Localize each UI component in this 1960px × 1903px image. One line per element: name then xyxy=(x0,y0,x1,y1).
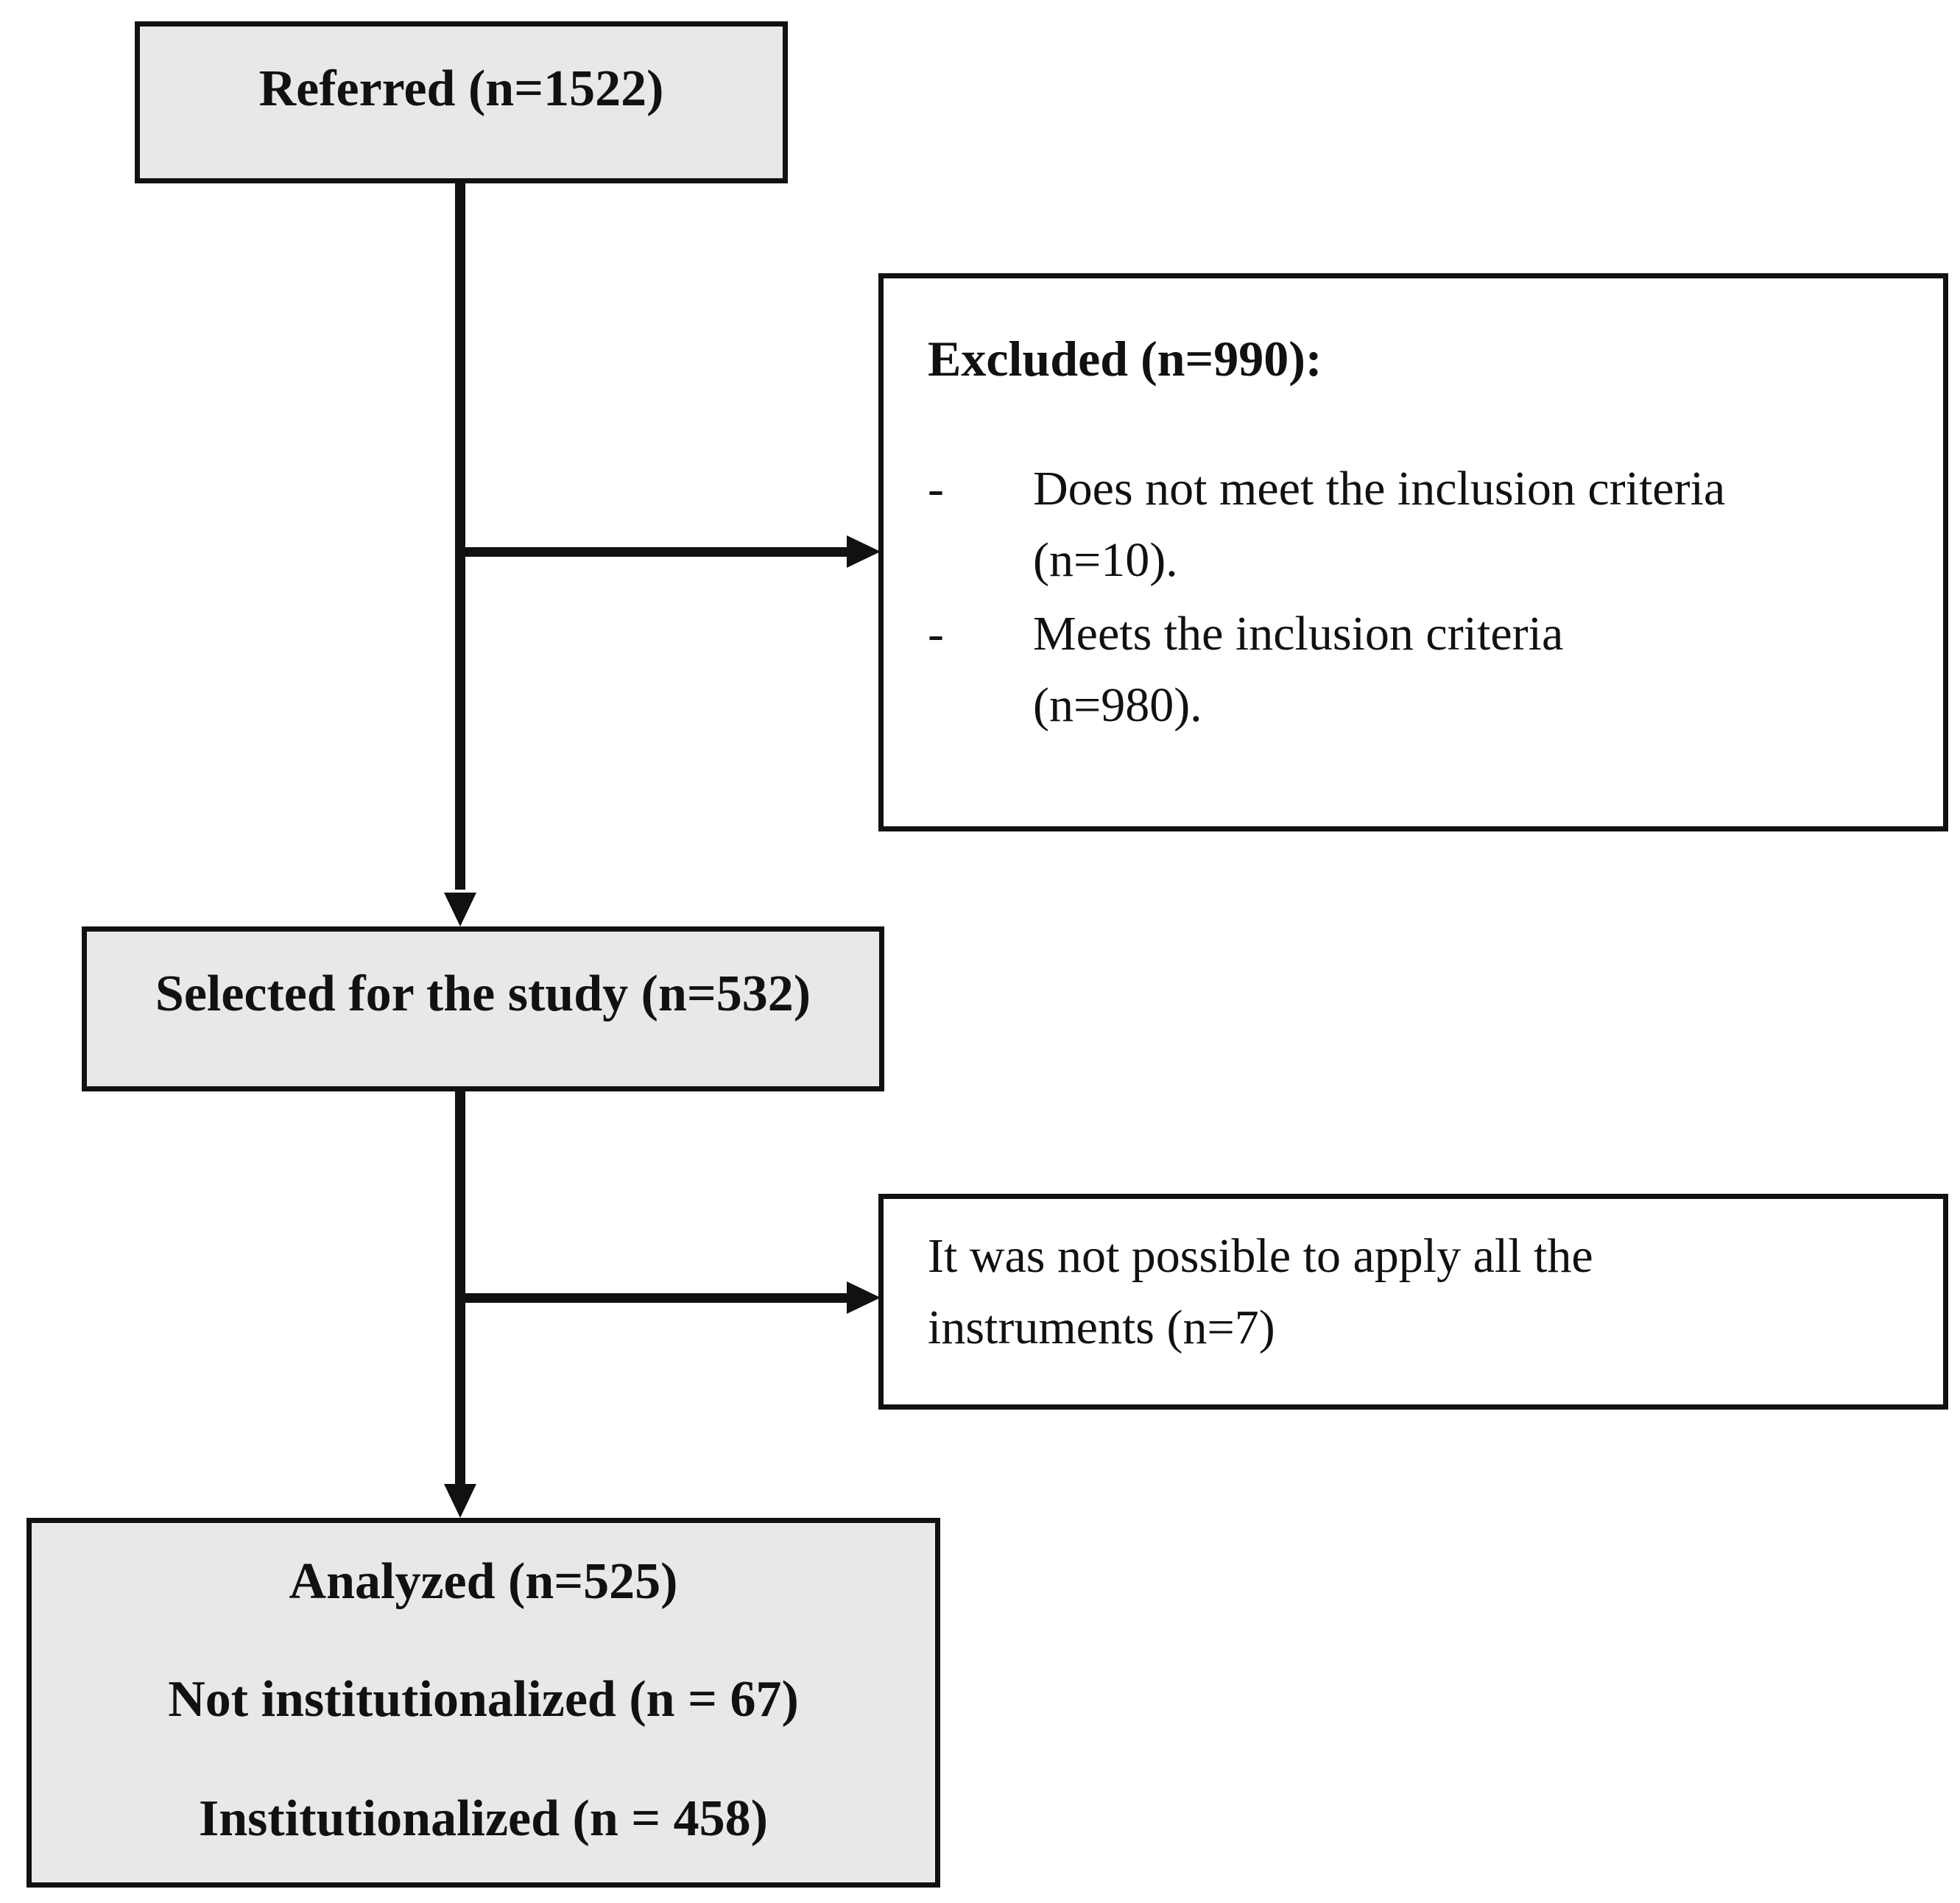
referred-label: Referred (n=1522) xyxy=(258,60,664,117)
excluded-item-1-count: (n=10). xyxy=(1033,533,1178,587)
connector-to-excluded xyxy=(460,547,850,557)
selected-box: Selected for the study (n=532) xyxy=(82,926,884,1091)
analyzed-institutionalized: Institutionalized (n = 458) xyxy=(198,1790,768,1847)
not-applied-line-2: instruments (n=7) xyxy=(928,1301,1275,1354)
referred-box: Referred (n=1522) xyxy=(135,21,788,183)
excluded-item-1-bullet: - xyxy=(928,462,944,516)
connector-to-not-applied xyxy=(460,1293,850,1303)
analyzed-not-institutionalized: Not institutionalized (n = 67) xyxy=(168,1671,799,1728)
selected-label: Selected for the study (n=532) xyxy=(155,965,811,1022)
not-applied-line-1: It was not possible to apply all the xyxy=(928,1229,1593,1283)
excluded-item-2-text: Meets the inclusion criteria xyxy=(1033,607,1564,661)
arrowhead-to-excluded xyxy=(847,535,881,568)
excluded-item-2-bullet: - xyxy=(928,607,944,661)
excluded-item-2-count: (n=980). xyxy=(1033,678,1202,732)
analyzed-title: Analyzed (n=525) xyxy=(289,1553,678,1610)
not-applied-box: It was not possible to apply all the ins… xyxy=(878,1194,1948,1410)
excluded-item-1-text: Does not meet the inclusion criteria xyxy=(1033,462,1726,516)
excluded-title: Excluded (n=990): xyxy=(928,331,1322,387)
arrowhead-to-selected xyxy=(444,893,476,926)
analyzed-box: Analyzed (n=525) Not institutionalized (… xyxy=(27,1518,940,1888)
excluded-box: Excluded (n=990): - Does not meet the in… xyxy=(878,273,1948,831)
connector-vertical-top xyxy=(455,179,465,890)
arrowhead-to-analyzed xyxy=(444,1484,476,1518)
arrowhead-to-not-applied xyxy=(847,1281,881,1314)
connector-vertical-bottom xyxy=(455,1090,465,1484)
